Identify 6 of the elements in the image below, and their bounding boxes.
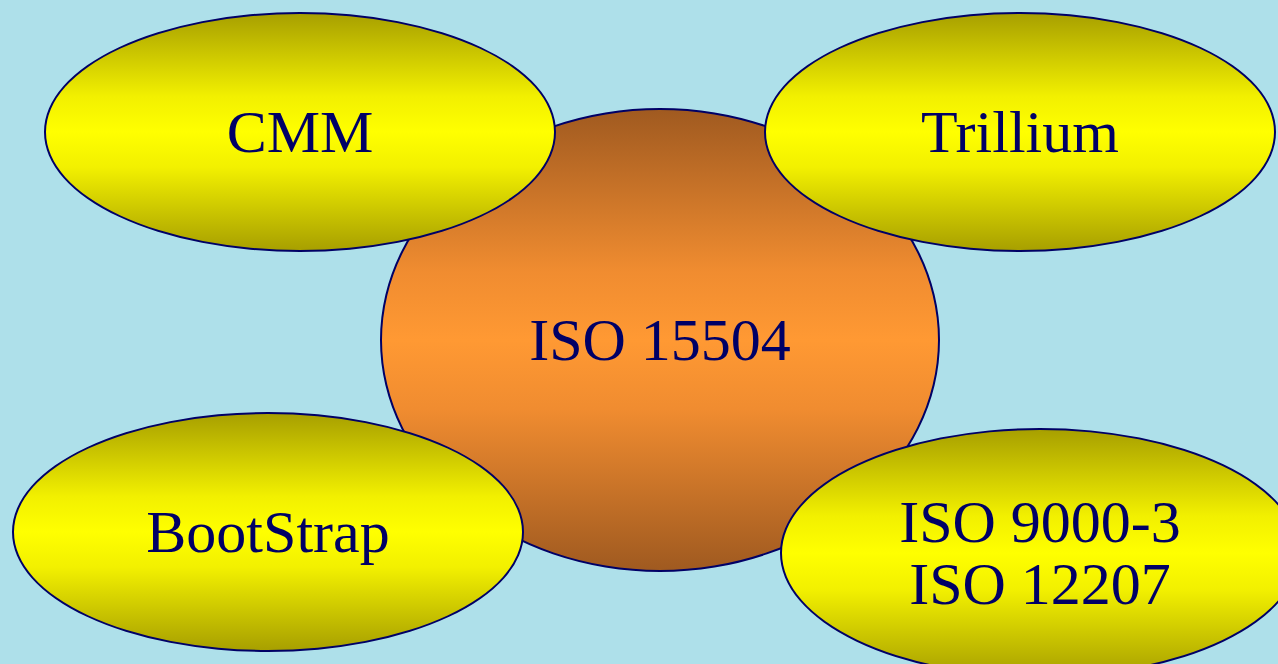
node-label: ISO 12207 [909, 553, 1171, 615]
node-label: Trillium [921, 101, 1119, 163]
node-label: ISO 9000-3 [899, 491, 1181, 553]
node-label: BootStrap [146, 501, 390, 563]
node-label: ISO 15504 [529, 309, 791, 371]
node-label: CMM [226, 101, 374, 163]
